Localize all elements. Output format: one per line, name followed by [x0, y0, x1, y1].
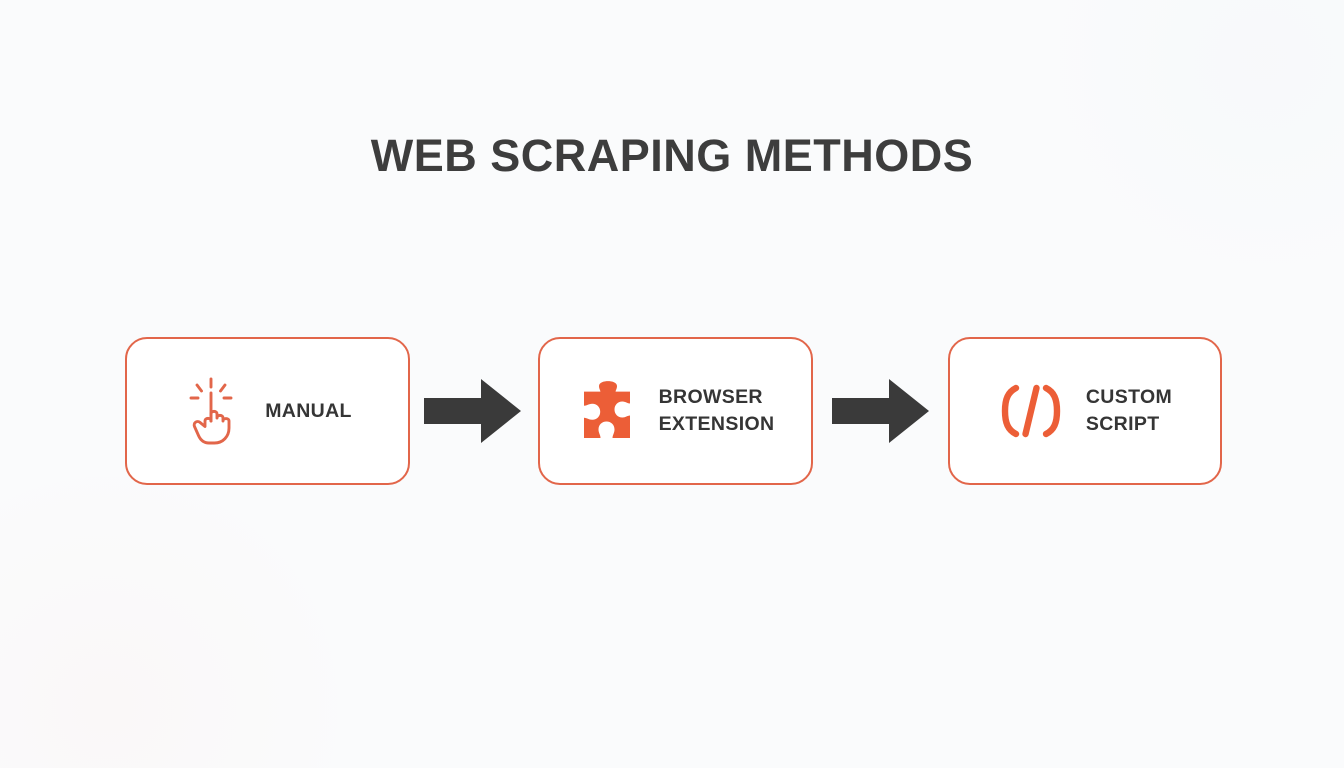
step-label-browser-extension: BROWSER EXTENSION [658, 386, 775, 435]
page-title: WEB SCRAPING METHODS [370, 130, 974, 181]
process-flow: MANUAL BROWSER EXTENSION [125, 337, 1222, 485]
arrow-right-icon [832, 379, 929, 443]
step-card-browser-extension[interactable]: BROWSER EXTENSION [538, 337, 813, 485]
step-label-custom-script: CUSTOM SCRIPT [1085, 386, 1173, 435]
code-brackets-icon [998, 383, 1064, 439]
step-label-manual: MANUAL [265, 399, 352, 422]
tap-hand-icon [187, 376, 243, 446]
step-card-manual[interactable]: MANUAL [125, 337, 410, 485]
arrow-right-icon [424, 379, 521, 443]
step-card-custom-script[interactable]: CUSTOM SCRIPT [948, 337, 1222, 485]
card-content: BROWSER EXTENSION [577, 378, 775, 444]
card-content: MANUAL [183, 376, 352, 446]
card-content: CUSTOM SCRIPT [998, 383, 1172, 439]
puzzle-piece-icon [577, 378, 639, 444]
